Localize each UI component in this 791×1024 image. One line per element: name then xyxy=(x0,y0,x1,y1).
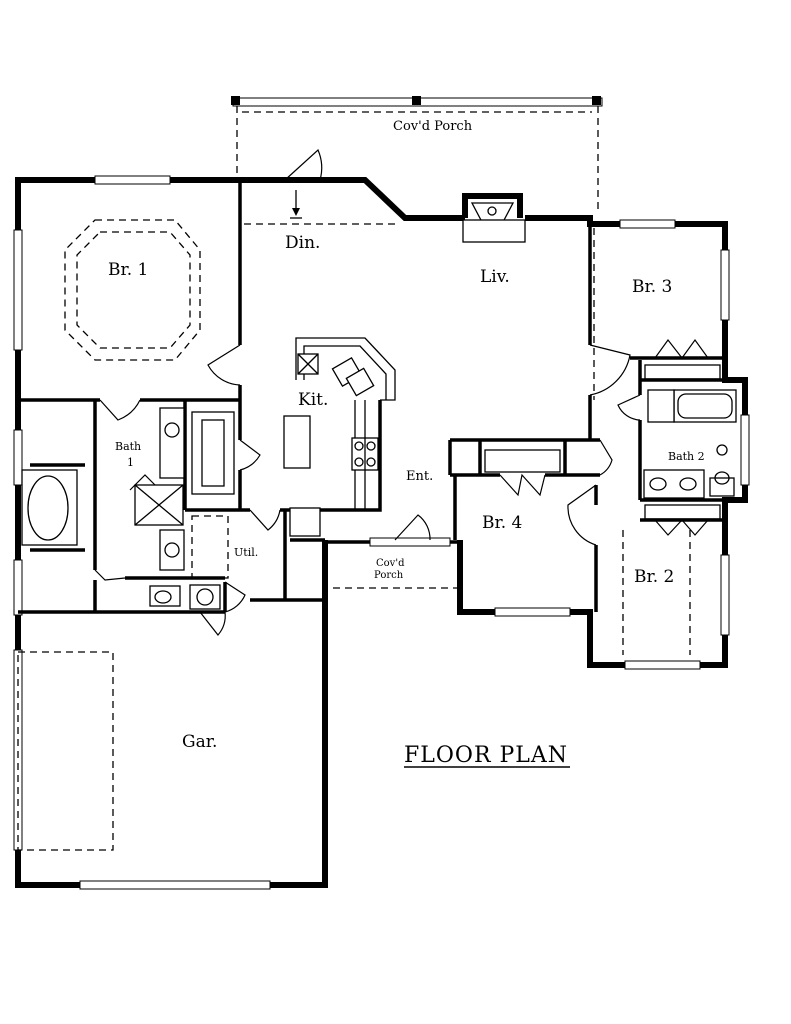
closet xyxy=(191,411,235,495)
covered-porch-top xyxy=(231,96,603,214)
interior-walls xyxy=(18,180,725,614)
covd-porch-front-label-2: Porch xyxy=(374,570,404,581)
fireplace xyxy=(462,193,526,243)
porch-column xyxy=(592,96,601,105)
sink-icon xyxy=(164,422,180,438)
porch-column xyxy=(231,96,240,105)
fireplace-icon xyxy=(487,206,497,216)
bath2-label: Bath 2 xyxy=(668,450,705,463)
living-label: Liv. xyxy=(480,267,510,287)
garage-label: Gar. xyxy=(182,732,217,752)
sink-icon xyxy=(679,477,697,491)
sink-icon xyxy=(164,542,180,558)
kitchen-label: Kit. xyxy=(298,390,328,410)
sink-icon xyxy=(345,367,375,397)
tub-basin xyxy=(27,475,69,541)
toilet-icon xyxy=(709,477,735,497)
entry-label: Ent. xyxy=(406,469,433,484)
room-labels: Cov'd Porch Br. 1 Din. Liv. Br. 3 Kit. B… xyxy=(108,119,705,752)
sink-icon xyxy=(649,477,667,491)
refrigerator xyxy=(289,507,321,537)
dining-label: Din. xyxy=(285,233,320,253)
covd-porch-front-label: Cov'd xyxy=(376,558,405,569)
bath1-number-label: 1 xyxy=(127,456,134,469)
vanity xyxy=(159,407,185,479)
covd-porch-top-label: Cov'd Porch xyxy=(393,119,473,134)
windows xyxy=(13,175,750,890)
porch-column xyxy=(412,96,421,105)
fixtures xyxy=(21,190,737,610)
bedroom3-label: Br. 3 xyxy=(632,277,672,297)
plan-title: FLOOR PLAN xyxy=(404,743,570,768)
bedroom2-label: Br. 2 xyxy=(634,567,674,587)
floor-plan-title: FLOOR PLAN xyxy=(404,743,568,768)
bedroom4-label: Br. 4 xyxy=(482,513,522,533)
ceiling-lines xyxy=(17,219,691,851)
vanity xyxy=(643,469,705,499)
utility-label: Util. xyxy=(234,546,258,559)
vanity xyxy=(159,529,185,571)
kitchen-island xyxy=(283,415,311,469)
bedroom1-label: Br. 1 xyxy=(108,260,148,280)
bath1-label: Bath xyxy=(115,440,141,453)
